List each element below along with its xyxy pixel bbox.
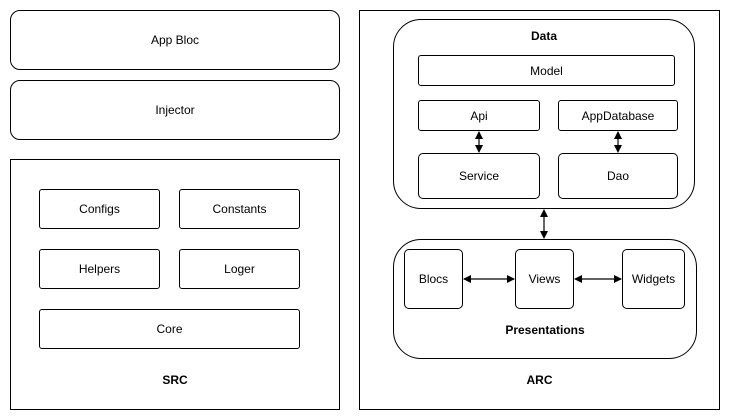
widgets-label: Widgets bbox=[631, 272, 676, 286]
loger-box: Loger bbox=[179, 249, 300, 289]
constants-box: Constants bbox=[179, 189, 300, 229]
constants-label: Constants bbox=[212, 202, 267, 216]
service-label: Service bbox=[458, 169, 499, 183]
core-box: Core bbox=[39, 309, 300, 349]
widgets-box: Widgets bbox=[622, 249, 685, 309]
model-label: Model bbox=[530, 63, 563, 78]
service-box: Service bbox=[418, 153, 540, 199]
core-label: Core bbox=[156, 322, 183, 336]
app-bloc-box: App Bloc bbox=[10, 10, 340, 70]
views-box: Views bbox=[515, 249, 574, 309]
dao-label: Dao bbox=[606, 169, 629, 183]
arc-title: ARC bbox=[526, 373, 553, 387]
loger-label: Loger bbox=[224, 262, 255, 276]
app-database-box: AppDatabase bbox=[558, 100, 678, 131]
configs-box: Configs bbox=[39, 189, 160, 229]
presentations-title: Presentations bbox=[505, 323, 585, 337]
helpers-box: Helpers bbox=[39, 249, 160, 289]
app-bloc-label: App Bloc bbox=[150, 33, 200, 47]
model-box: Model bbox=[418, 55, 675, 86]
views-label: Views bbox=[528, 272, 561, 286]
src-title: SRC bbox=[162, 373, 188, 387]
api-box: Api bbox=[418, 100, 540, 131]
data-title: Data bbox=[530, 29, 557, 43]
app-database-label: AppDatabase bbox=[581, 108, 655, 123]
blocs-label: Blocs bbox=[418, 272, 449, 286]
injector-label: Injector bbox=[155, 103, 195, 117]
injector-box: Injector bbox=[10, 80, 340, 140]
blocs-box: Blocs bbox=[404, 249, 463, 309]
dao-box: Dao bbox=[558, 153, 678, 199]
api-label: Api bbox=[470, 108, 488, 123]
configs-label: Configs bbox=[79, 202, 120, 216]
helpers-label: Helpers bbox=[78, 262, 121, 276]
